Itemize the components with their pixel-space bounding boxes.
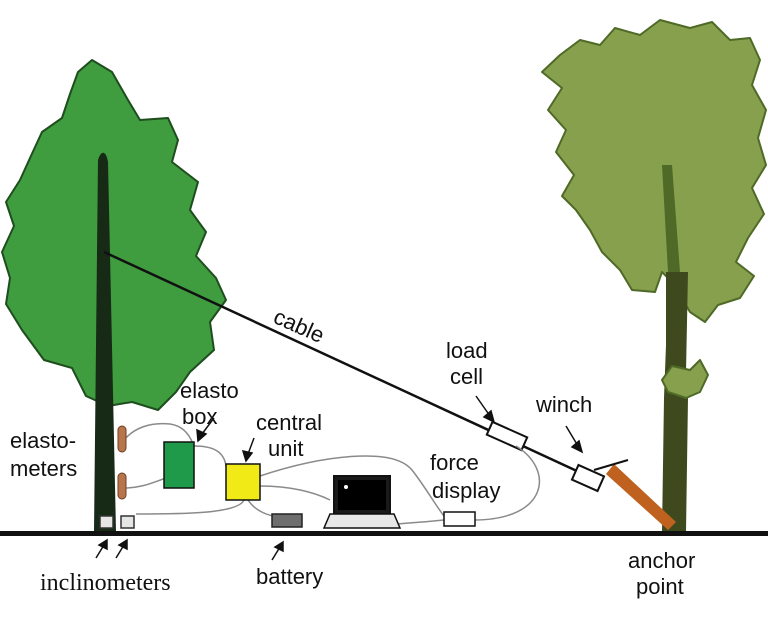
label-elasto-box-line1: elasto [180,378,239,403]
arrow-battery-head [273,540,284,553]
arrow-elasto-box-head [196,428,208,443]
wire-elastometer-lower [123,477,167,489]
elastometer-lower [117,472,127,500]
wire-central-laptop [259,485,331,501]
anchor-strap [606,464,676,530]
anchor-tree-inner-stem [662,165,680,272]
elastometer-upper [117,425,127,453]
laptop-screen-dot [344,485,348,489]
wire-central-force [259,455,445,517]
laptop-display [338,480,386,510]
label-elasto-box-line2: box [182,404,217,429]
anchor-tree-branch [661,359,709,399]
label-load-cell-line2: cell [450,364,483,389]
load-cell [485,420,529,452]
test-tree-crown [1,59,227,411]
anchor-tree-trunk [662,272,700,532]
wire-box-central [193,445,227,467]
inclinometer-2 [120,515,135,529]
winch-handle [593,459,629,471]
annotation-arrows [95,395,584,561]
label-winch: winch [535,392,592,417]
arrow-central-unit [247,437,255,455]
test-tree [1,59,227,533]
test-tree-trunk [94,152,116,533]
inclinometer-1 [99,515,114,529]
label-elastometers-line2: meters [10,456,77,481]
arrow-load-cell-head [482,409,496,424]
label-central-unit-line1: central [256,410,322,435]
wire-elastometer-upper [123,422,194,445]
arrow-elasto-box [201,417,215,435]
label-force-display-line2: display [432,478,500,503]
label-force-display-line1: force [430,450,479,475]
arrow-inclinometer-2-head [117,538,128,551]
winch [570,463,606,493]
label-load-cell-line1: load [446,338,488,363]
wire-loadcell-forcedisplay [473,445,540,521]
label-anchor-point-line2: point [636,574,684,599]
battery [271,513,303,528]
arrow-winch-head [570,439,584,454]
label-anchor-point-line1: anchor [628,548,695,573]
label-inclinometers: inclinometers [40,570,171,596]
anchor-tree [541,19,767,532]
label-central-unit-line2: unit [268,436,303,461]
label-battery: battery [256,564,323,589]
ground-line [0,531,768,536]
anchor-tree-crown [541,19,767,323]
laptop-keyboard [322,513,402,529]
arrow-load-cell [475,395,491,417]
wire-central-inclino [135,499,245,515]
label-elastometers-line1: elasto- [10,428,76,453]
arrow-inclinometer-1-head [97,538,108,551]
central-unit [225,463,261,501]
arrow-central-unit-head [241,449,254,463]
laptop [322,475,402,529]
elasto-box [163,441,195,489]
force-display [443,511,476,527]
